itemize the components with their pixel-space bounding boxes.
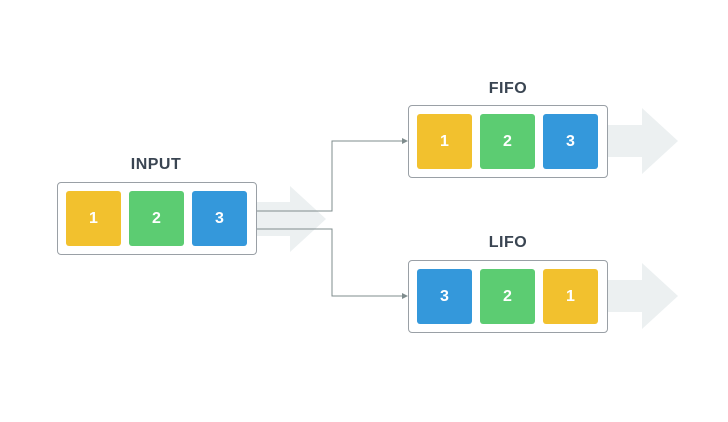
- fifo-flow-arrow: [600, 108, 678, 174]
- connector-to-lifo: [257, 228, 408, 299]
- input-title: INPUT: [130, 156, 182, 173]
- fifo-item-2: 2: [480, 114, 535, 169]
- lifo-item-1-label: 3: [440, 287, 449, 305]
- lifo-title: LIFO: [488, 234, 528, 251]
- input-item-3-label: 3: [215, 209, 224, 227]
- lifo-item-1: 3: [417, 269, 472, 324]
- input-item-1: 1: [66, 191, 121, 246]
- lifo-flow-arrow: [600, 263, 678, 329]
- lifo-item-3-label: 1: [566, 287, 575, 305]
- connector-to-fifo: [257, 138, 408, 212]
- fifo-item-1-label: 1: [440, 132, 449, 150]
- lifo-container: 3 2 1: [408, 260, 608, 333]
- fifo-item-3-label: 3: [566, 132, 575, 150]
- fifo-container: 1 2 3: [408, 105, 608, 178]
- fifo-title: FIFO: [488, 80, 528, 97]
- fifo-item-2-label: 2: [503, 132, 512, 150]
- input-item-2: 2: [129, 191, 184, 246]
- input-item-3: 3: [192, 191, 247, 246]
- fifo-item-3: 3: [543, 114, 598, 169]
- input-flow-arrow: [250, 186, 326, 252]
- input-item-1-label: 1: [89, 209, 98, 227]
- input-container: 1 2 3: [57, 182, 257, 255]
- input-item-2-label: 2: [152, 209, 161, 227]
- fifo-item-1: 1: [417, 114, 472, 169]
- lifo-item-3: 1: [543, 269, 598, 324]
- lifo-item-2: 2: [480, 269, 535, 324]
- lifo-item-2-label: 2: [503, 287, 512, 305]
